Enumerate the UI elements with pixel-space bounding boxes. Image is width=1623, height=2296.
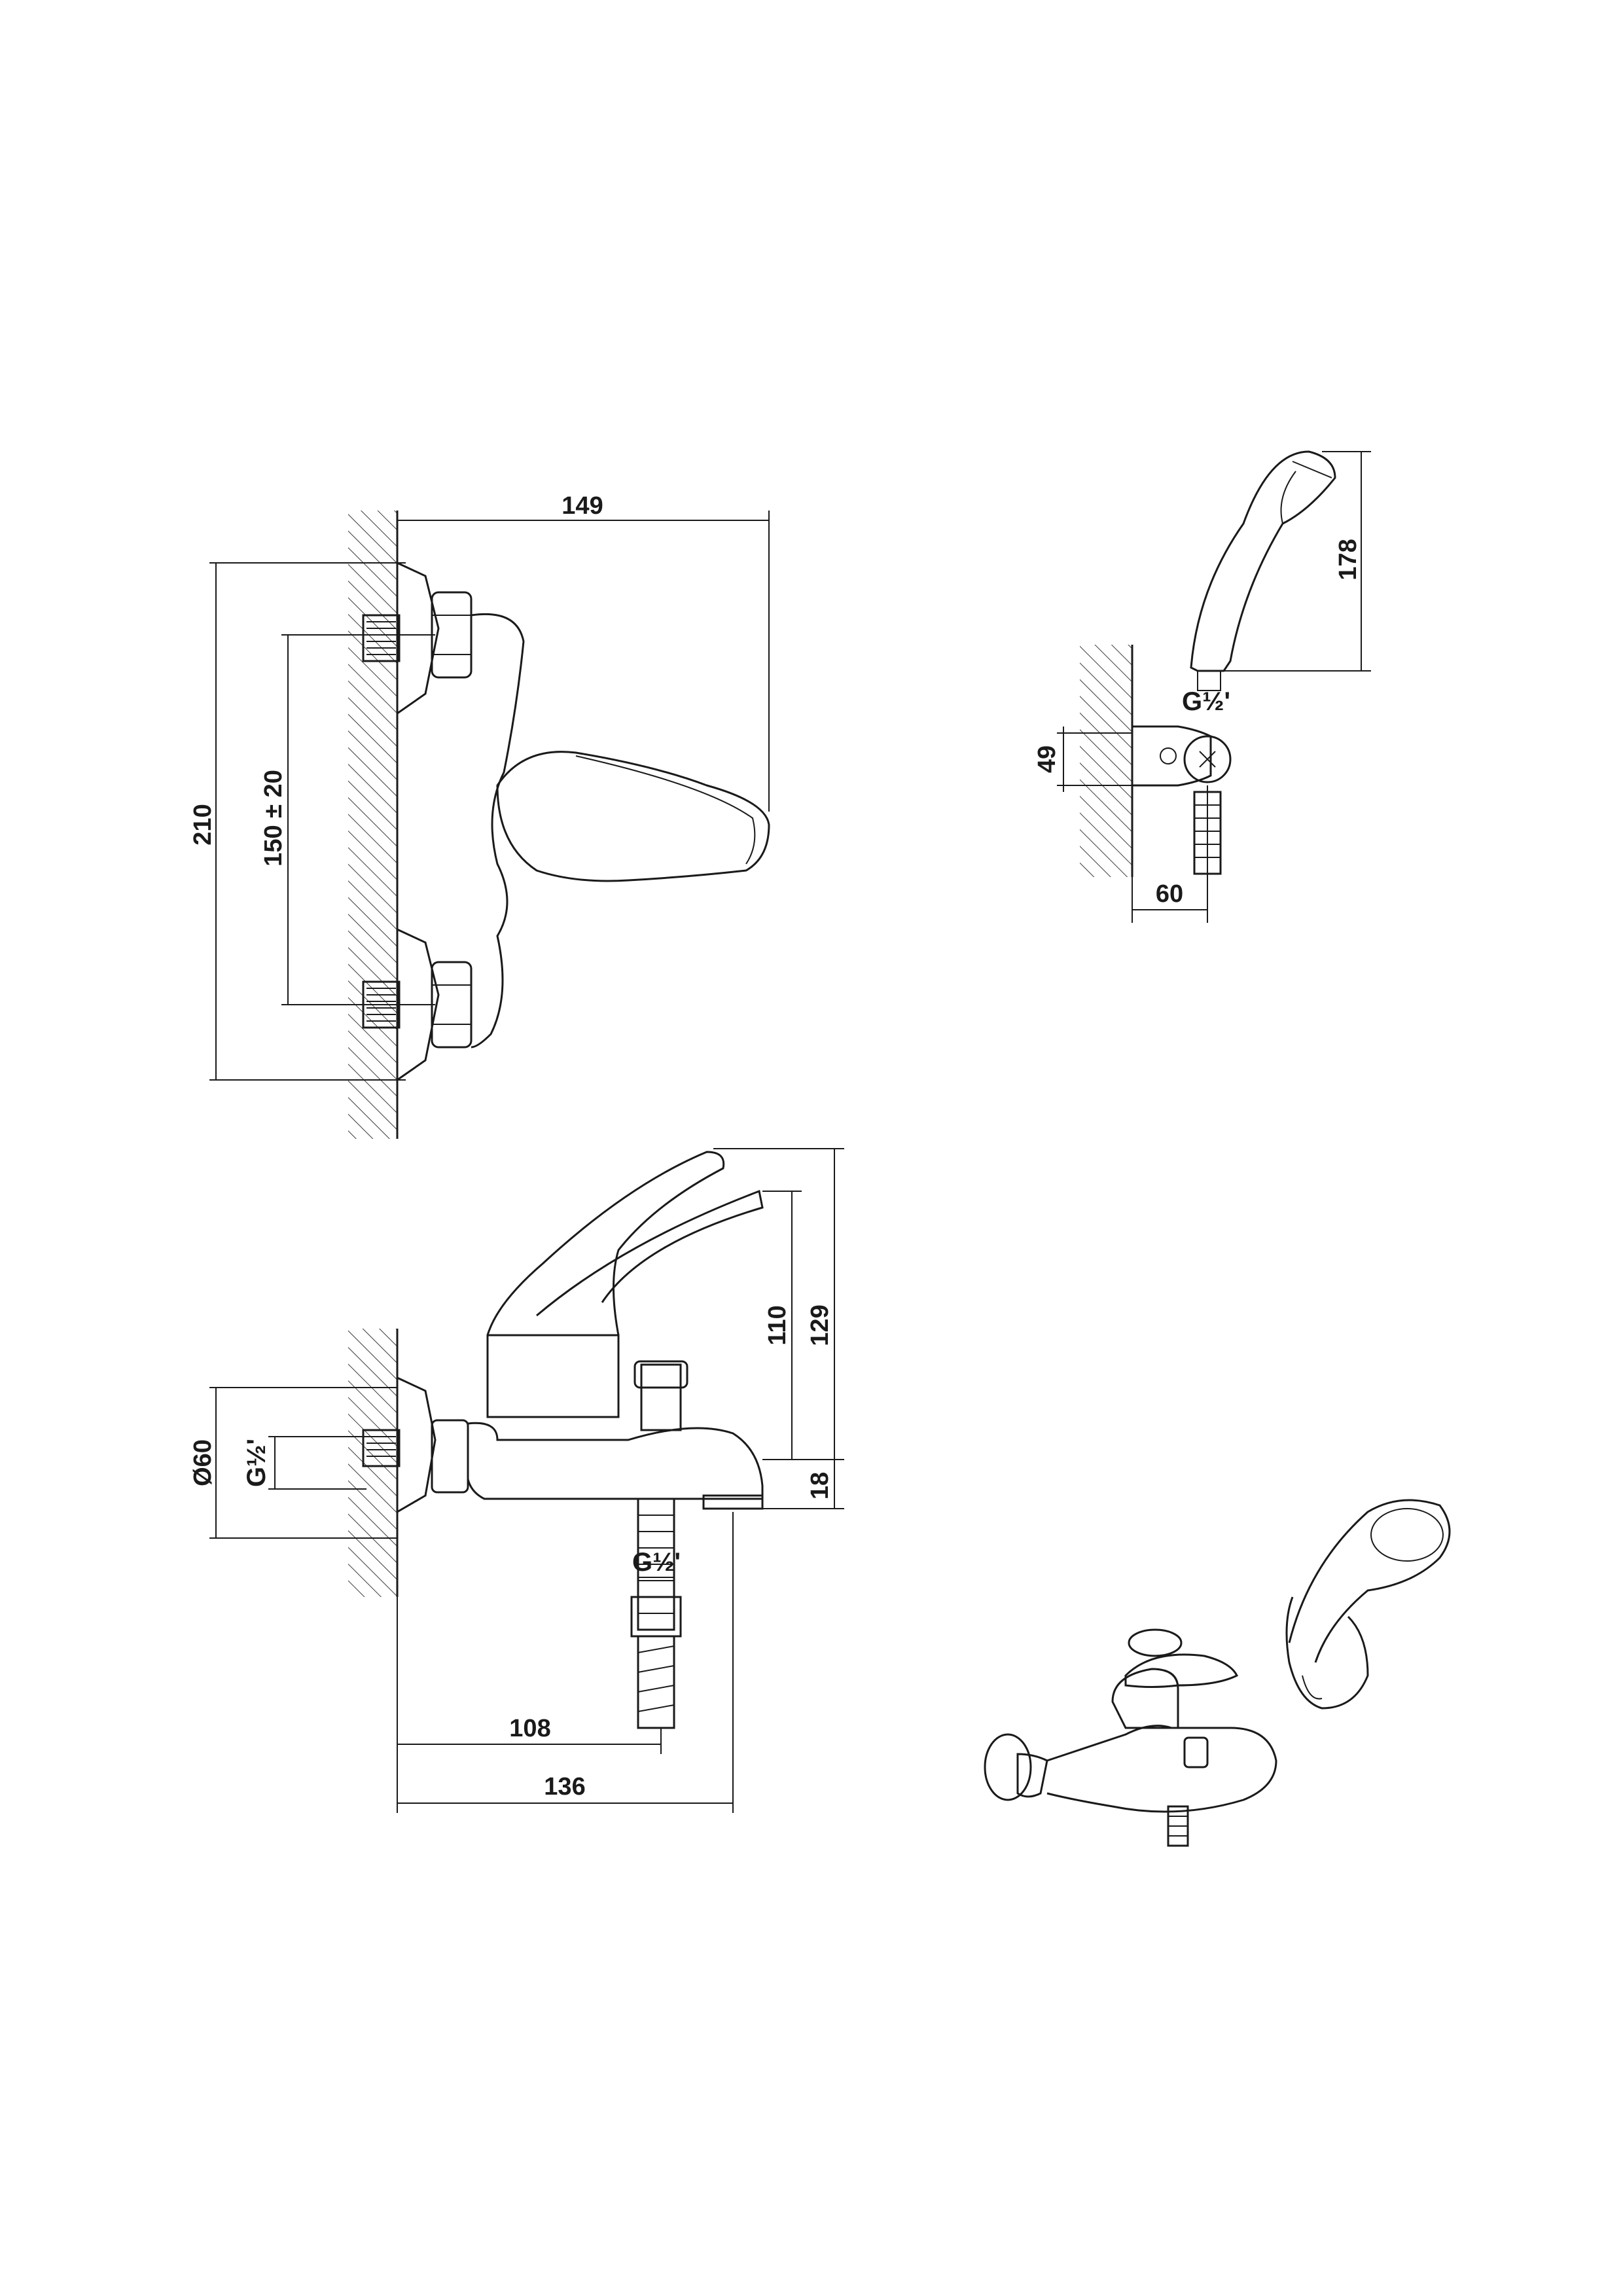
wall-hatch <box>348 1329 397 1597</box>
dim-inlet-thread-label: G½' <box>242 1439 271 1487</box>
dim-thread-label: G½' <box>1182 687 1230 716</box>
dim-overall-depth: 136 <box>397 1512 734 1813</box>
isometric-view <box>984 1499 1451 1847</box>
lever <box>486 1151 725 1336</box>
dim-inlet-thread: G½' <box>242 1436 366 1490</box>
dim-outlet-offset-label: 108 <box>509 1715 550 1742</box>
dim-body-height-lever: 110 <box>762 1191 802 1460</box>
dim-length-label: 178 <box>1334 539 1362 580</box>
dim-length: 178 <box>1224 451 1371 672</box>
dim-bracket-depth: 60 <box>1132 785 1208 923</box>
wall-bracket <box>1131 725 1212 787</box>
shower-head <box>1190 450 1336 672</box>
dim-flange-label: Ø60 <box>189 1439 217 1486</box>
iso-shower-head <box>1288 1499 1451 1663</box>
mixer-body-outline <box>471 613 525 1049</box>
hand-shower-view: 178 G½' 49 60 <box>1033 450 1371 923</box>
dim-height: 210 <box>189 562 406 1081</box>
iso-lever <box>1124 1653 1239 1688</box>
dim-centers: 150 ± 20 <box>260 634 435 1005</box>
dim-width-label: 149 <box>562 492 603 520</box>
front-view: 149 210 150 ± 20 <box>189 492 770 1139</box>
lever-handle <box>496 751 770 882</box>
dim-bracket-height: 49 <box>1033 726 1132 792</box>
dim-width: 149 <box>397 492 770 812</box>
wall-hatch <box>348 511 397 1139</box>
dim-outlet-thread: G½' <box>632 1548 681 1578</box>
dim-flange: Ø60 <box>189 1387 397 1539</box>
dim-body-height-lever-label: 110 <box>764 1305 791 1345</box>
dim-height-label: 210 <box>189 804 217 845</box>
dim-bracket-height-label: 49 <box>1033 745 1061 773</box>
dim-overall-height: 129 <box>713 1148 844 1509</box>
side-view: 110 129 18 Ø60 G½' G½' <box>189 1148 844 1813</box>
iso-body <box>1046 1725 1277 1813</box>
dim-spout-height-label: 18 <box>806 1472 834 1499</box>
dim-spout-height: 18 <box>762 1459 844 1509</box>
dim-centers-label: 150 ± 20 <box>260 770 287 867</box>
dim-bracket-depth-label: 60 <box>1156 880 1183 908</box>
wall-hatch <box>1080 645 1132 877</box>
dim-outlet-offset: 108 <box>397 1597 662 1813</box>
dim-outlet-thread-label: G½' <box>632 1548 681 1577</box>
dim-overall-height-label: 129 <box>806 1304 834 1346</box>
mixer-body <box>467 1422 764 1500</box>
dim-overall-depth-label: 136 <box>544 1773 585 1801</box>
